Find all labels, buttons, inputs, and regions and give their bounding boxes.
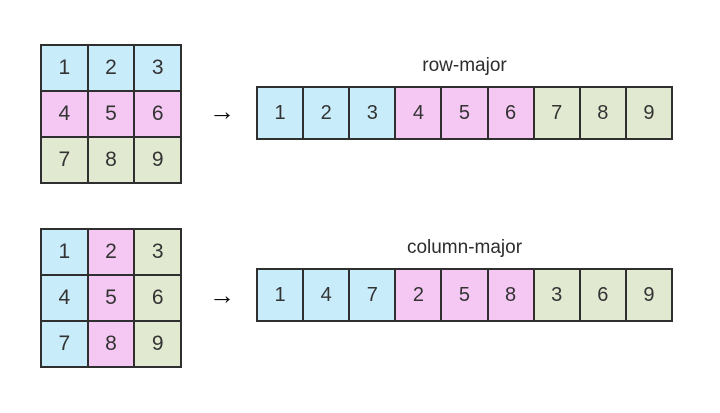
array-cell: 8 — [487, 269, 534, 321]
row-major-label: row-major — [422, 55, 507, 76]
array-cell: 5 — [441, 87, 488, 139]
matrix-cell: 6 — [134, 275, 181, 321]
column-major-label: column-major — [406, 237, 523, 258]
array-cell: 4 — [395, 87, 442, 139]
matrix-cell: 2 — [87, 229, 135, 275]
matrix-cell: 3 — [134, 45, 181, 91]
array-cell: 2 — [303, 87, 350, 139]
matrix-cell: 1 — [41, 229, 88, 275]
matrix-cell: 9 — [134, 321, 181, 367]
array-cell: 1 — [257, 269, 304, 321]
right-arrow-icon: → — [209, 96, 235, 126]
array-cell: 6 — [579, 269, 626, 321]
matrix-cell: 8 — [87, 321, 135, 367]
matrix-cell: 5 — [87, 275, 135, 321]
column-major-flattened-array: 1 4 7 2 5 8 3 6 9 — [256, 268, 673, 322]
matrix-cell: 3 — [134, 229, 181, 275]
array-cell: 2 — [395, 269, 442, 321]
matrix-cell: 4 — [41, 275, 88, 321]
array-cell: 6 — [487, 87, 534, 139]
matrix-cell: 7 — [41, 137, 88, 183]
matrix-cell: 1 — [41, 45, 88, 91]
array-cell: 5 — [441, 269, 488, 321]
array-cell: 1 — [257, 87, 304, 139]
right-arrow-icon: → — [209, 280, 235, 310]
array-cell: 9 — [625, 87, 672, 139]
array-cell: 4 — [303, 269, 350, 321]
array-cell: 9 — [625, 269, 672, 321]
matrix-cell: 6 — [134, 91, 181, 137]
row-major-matrix: 1 2 3 4 5 6 7 8 9 — [40, 44, 182, 184]
column-major-matrix: 1 2 3 4 5 6 7 8 9 — [40, 228, 182, 368]
row-major-flattened-array: 1 2 3 4 5 6 7 8 9 — [256, 86, 673, 140]
matrix-cell: 2 — [87, 45, 135, 91]
matrix-cell: 7 — [41, 321, 88, 367]
array-cell: 3 — [349, 87, 396, 139]
array-cell: 7 — [349, 269, 396, 321]
array-cell: 7 — [533, 87, 580, 139]
matrix-cell: 4 — [41, 91, 88, 137]
matrix-cell: 8 — [87, 137, 135, 183]
array-cell: 3 — [533, 269, 580, 321]
matrix-cell: 5 — [87, 91, 135, 137]
matrix-cell: 9 — [134, 137, 181, 183]
array-cell: 8 — [579, 87, 626, 139]
